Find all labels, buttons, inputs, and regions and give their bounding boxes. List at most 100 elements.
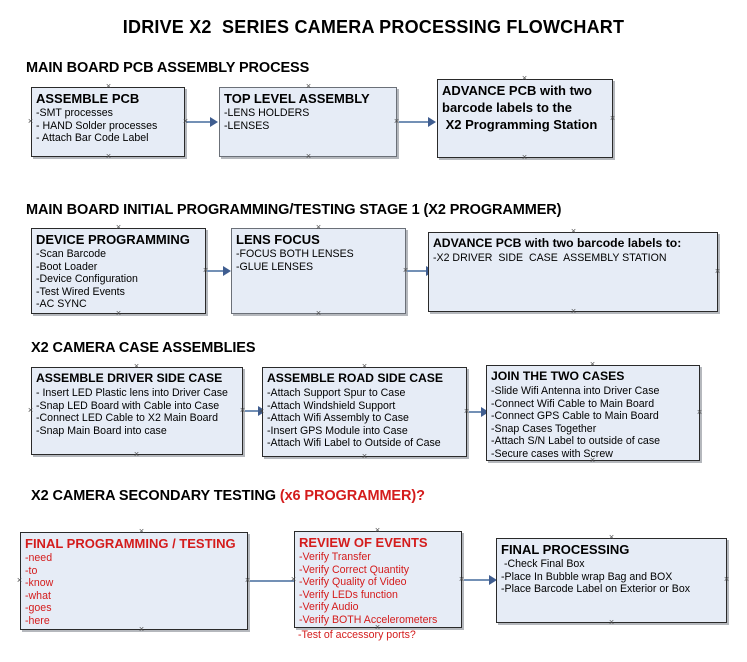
- connector-device-programming-to-lens-focus: [207, 270, 225, 272]
- connection-handle-right[interactable]: [609, 115, 616, 122]
- box-line: -Snap LED Board with Cable into Case: [36, 399, 220, 412]
- box-heading: ASSEMBLE PCB: [36, 91, 140, 106]
- box-line: -GLUE LENSES: [236, 260, 314, 273]
- section-title-text: X2 CAMERA SECONDARY TESTING: [31, 488, 280, 504]
- box-heading: ADVANCE PCB with two barcode labels to:: [433, 236, 682, 250]
- connection-handle-bottom[interactable]: [138, 626, 145, 633]
- connection-handle-bottom[interactable]: [133, 451, 140, 458]
- connection-handle-top[interactable]: [521, 75, 528, 82]
- connection-handle-bottom[interactable]: [361, 453, 368, 460]
- connection-handle-bottom[interactable]: [315, 310, 322, 317]
- connection-handle-top[interactable]: [315, 224, 322, 231]
- box-line: -Verify Correct Quantity: [299, 563, 410, 576]
- connection-handle-bottom[interactable]: [570, 308, 577, 315]
- connection-handle-top[interactable]: [138, 528, 145, 535]
- box-line: - HAND Solder processes: [36, 119, 158, 132]
- box-line: - Attach Bar Code Label: [36, 132, 149, 145]
- connection-handle-top[interactable]: [608, 534, 615, 541]
- connector-arrowhead: [489, 575, 497, 585]
- box-advance-pcb-to-driver-side-case-station[interactable]: ADVANCE PCB with two barcode labels to: …: [428, 232, 718, 312]
- box-final-processing[interactable]: FINAL PROCESSING -Check Final Box -Place…: [496, 538, 727, 623]
- connection-handle-top[interactable]: [589, 361, 596, 368]
- connection-handle-right[interactable]: [723, 576, 730, 583]
- box-overflow-line: -Test of accessory ports?: [298, 629, 416, 641]
- connector-driver-side-case-to-road-side-case: [245, 410, 260, 412]
- connection-handle-left[interactable]: [27, 118, 34, 125]
- box-line: -Verify Quality of Video: [299, 576, 407, 589]
- connector-review-of-events-to-final-processing: [464, 579, 492, 581]
- box-line: -Place In Bubble wrap Bag and BOX: [501, 570, 673, 583]
- connector-assemble-pcb-to-top-level-assembly: [186, 121, 212, 123]
- section-title-main-board-pcb-assembly: MAIN BOARD PCB ASSEMBLY PROCESS: [26, 60, 310, 76]
- box-heading: TOP LEVEL ASSEMBLY: [224, 91, 370, 106]
- box-line: -Boot Loader: [36, 260, 98, 273]
- connection-handle-top[interactable]: [570, 228, 577, 235]
- connector-arrowhead: [210, 117, 218, 127]
- box-heading: REVIEW OF EVENTS: [299, 535, 428, 550]
- box-line: -Slide Wifi Antenna into Driver Case: [491, 385, 660, 397]
- box-review-of-events[interactable]: REVIEW OF EVENTS -Verify Transfer -Verif…: [294, 531, 462, 628]
- box-heading: ASSEMBLE DRIVER SIDE CASE: [36, 371, 223, 385]
- connector-arrowhead: [223, 266, 231, 276]
- box-advance-pcb-to-x2-programming-station[interactable]: ADVANCE PCB with two barcode labels to t…: [437, 79, 613, 158]
- box-line: -Verify BOTH Accelerometers: [299, 613, 438, 626]
- box-line: -LENSES: [224, 119, 270, 132]
- connection-handle-bottom[interactable]: [374, 624, 381, 631]
- box-line: -Connect LED Cable to X2 Main Board: [36, 412, 218, 425]
- box-heading: ASSEMBLE ROAD SIDE CASE: [267, 371, 444, 385]
- box-line: -FOCUS BOTH LENSES: [236, 248, 354, 260]
- connector-arrowhead: [428, 117, 436, 127]
- connection-handle-right[interactable]: [696, 409, 703, 416]
- connection-handle-top[interactable]: [361, 363, 368, 370]
- connector-top-level-assembly-to-advance-pcb: [399, 121, 430, 123]
- box-line: -Scan Barcode: [36, 248, 107, 260]
- connection-handle-bottom[interactable]: [305, 153, 312, 160]
- connection-handle-bottom[interactable]: [608, 619, 615, 626]
- box-assemble-driver-side-case[interactable]: ASSEMBLE DRIVER SIDE CASE - Insert LED P…: [31, 367, 243, 455]
- connection-handle-left[interactable]: [16, 577, 23, 584]
- connection-handle-top[interactable]: [133, 363, 140, 370]
- box-heading: ADVANCE PCB with two: [442, 83, 592, 98]
- connection-handle-top[interactable]: [374, 527, 381, 534]
- connection-handle-left[interactable]: [258, 408, 265, 415]
- box-assemble-pcb[interactable]: ASSEMBLE PCB -SMT processes - HAND Solde…: [31, 87, 185, 157]
- box-line: -here: [25, 614, 50, 627]
- box-final-programming-testing[interactable]: FINAL PROGRAMMING / TESTING -need -to -k…: [20, 532, 248, 630]
- box-line: -Connect GPS Cable to Main Board: [491, 410, 659, 423]
- box-line: -Attach Support Spur to Case: [267, 387, 406, 399]
- connection-handle-right[interactable]: [182, 118, 189, 125]
- connection-handle-bottom[interactable]: [589, 457, 596, 464]
- box-line: -AC SYNC: [36, 298, 87, 311]
- box-line: -Secure cases with Screw: [491, 447, 613, 460]
- box-line: -SMT processes: [36, 107, 113, 119]
- section-title-main-board-initial-programming: MAIN BOARD INITIAL PROGRAMMING/TESTING S…: [26, 202, 562, 218]
- box-line: -LENS HOLDERS: [224, 107, 310, 119]
- box-line: -Test Wired Events: [36, 285, 125, 298]
- box-top-level-assembly[interactable]: TOP LEVEL ASSEMBLY -LENS HOLDERS -LENSES: [219, 87, 397, 157]
- box-lens-focus[interactable]: LENS FOCUS -FOCUS BOTH LENSES -GLUE LENS…: [231, 228, 406, 314]
- section-title-red-note: (x6 PROGRAMMER)?: [279, 488, 425, 504]
- box-join-the-two-cases[interactable]: JOIN THE TWO CASES -Slide Wifi Antenna i…: [486, 365, 700, 461]
- connection-handle-bottom[interactable]: [115, 310, 122, 317]
- connection-handle-top[interactable]: [115, 224, 122, 231]
- box-line: -Attach S/N Label to outside of case: [491, 435, 661, 448]
- connector-arrowhead: [481, 407, 489, 417]
- connection-handle-top[interactable]: [105, 83, 112, 90]
- box-assemble-road-side-case[interactable]: ASSEMBLE ROAD SIDE CASE -Attach Support …: [262, 367, 467, 457]
- section-title-x2-camera-secondary-testing: X2 CAMERA SECONDARY TESTING (x6 PROGRAMM…: [31, 488, 425, 504]
- connection-handle-left[interactable]: [290, 576, 297, 583]
- box-device-programming[interactable]: DEVICE PROGRAMMING -Scan Barcode -Boot L…: [31, 228, 206, 314]
- connection-handle-bottom[interactable]: [521, 154, 528, 161]
- box-heading: DEVICE PROGRAMMING: [36, 232, 190, 247]
- connection-handle-right[interactable]: [714, 268, 721, 275]
- connection-handle-bottom[interactable]: [105, 153, 112, 160]
- connector-lens-focus-to-advance-pcb: [407, 270, 428, 272]
- box-heading: FINAL PROCESSING: [501, 542, 630, 557]
- connection-handle-left[interactable]: [27, 407, 34, 414]
- connector-final-programming-to-review-of-events: [250, 580, 296, 582]
- box-line: -Snap Cases Together: [491, 422, 597, 435]
- connection-handle-top[interactable]: [305, 83, 312, 90]
- box-line: -goes: [25, 602, 52, 615]
- box-line: -Connect Wifi Cable to Main Board: [491, 397, 655, 410]
